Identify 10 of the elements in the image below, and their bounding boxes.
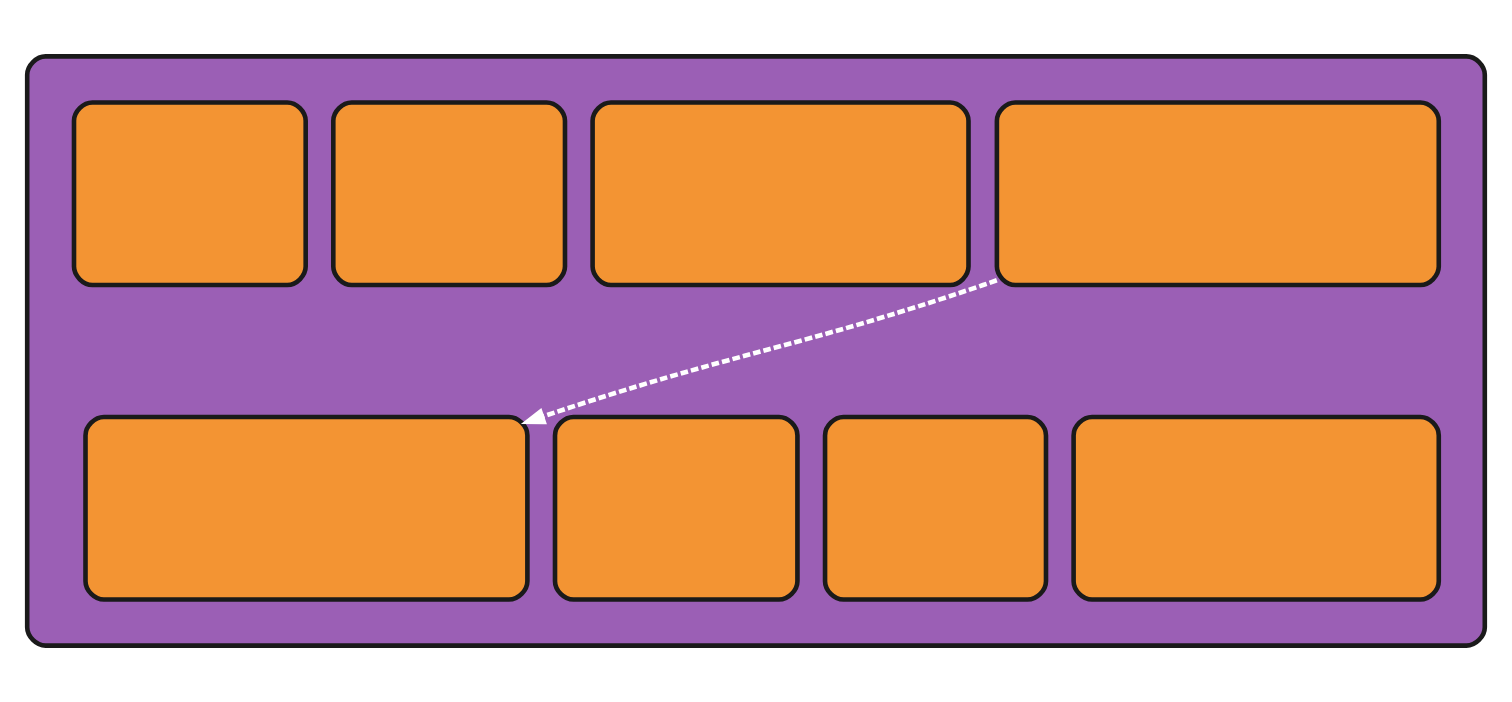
node-box bbox=[590, 100, 971, 288]
node-box bbox=[994, 100, 1442, 288]
node-box bbox=[1071, 414, 1442, 602]
cluster bbox=[24, 54, 1488, 648]
node-box bbox=[552, 414, 800, 602]
node-box bbox=[331, 100, 568, 288]
node-box bbox=[83, 414, 530, 602]
node-box bbox=[822, 414, 1049, 602]
arrow bbox=[520, 278, 998, 425]
node-box bbox=[71, 100, 308, 288]
